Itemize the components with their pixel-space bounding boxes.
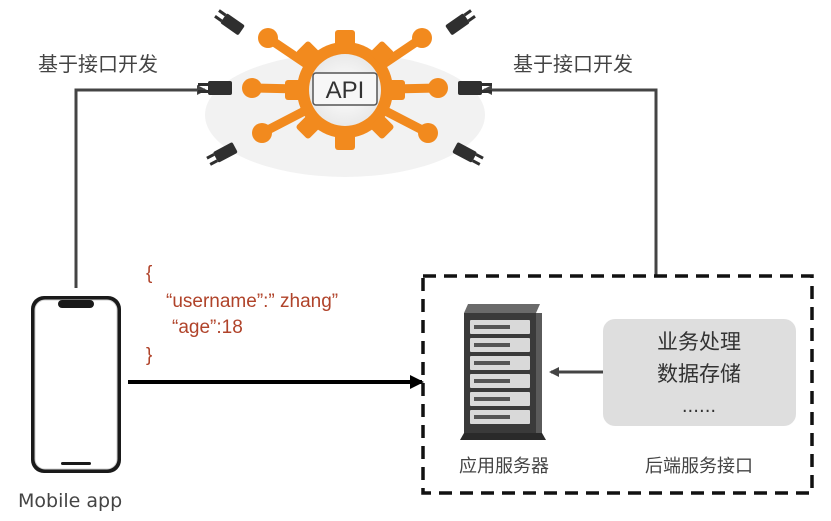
backend-service-box <box>603 319 796 426</box>
mobile-app-label: Mobile app <box>18 490 122 512</box>
backend-line-ellipsis: ...... <box>682 396 716 417</box>
backend-line-storage: 数据存储 <box>657 362 741 386</box>
app-server-label: 应用服务器 <box>459 456 549 477</box>
arrow-right-up <box>482 85 658 276</box>
arrow-left-up <box>74 85 207 288</box>
dev-label-left: 基于接口开发 <box>38 52 158 76</box>
json-line-username: “username”:” zhang” <box>166 291 338 312</box>
backend-line-business: 业务处理 <box>657 330 741 354</box>
mobile-phone-icon <box>31 296 121 473</box>
json-open-brace: { <box>146 263 153 284</box>
json-line-age: “age”:18 <box>172 317 243 338</box>
json-payload: { “username”:” zhang” “age”:18 } <box>146 263 338 366</box>
dev-label-right: 基于接口开发 <box>513 52 633 76</box>
json-close-brace: } <box>146 345 152 366</box>
plug-icon <box>198 9 492 166</box>
api-label: API <box>326 77 365 104</box>
server-rack-icon <box>460 304 546 440</box>
backend-interface-label: 后端服务接口 <box>645 456 753 477</box>
api-gear-icon: API <box>198 9 492 177</box>
backend-container <box>421 274 814 495</box>
